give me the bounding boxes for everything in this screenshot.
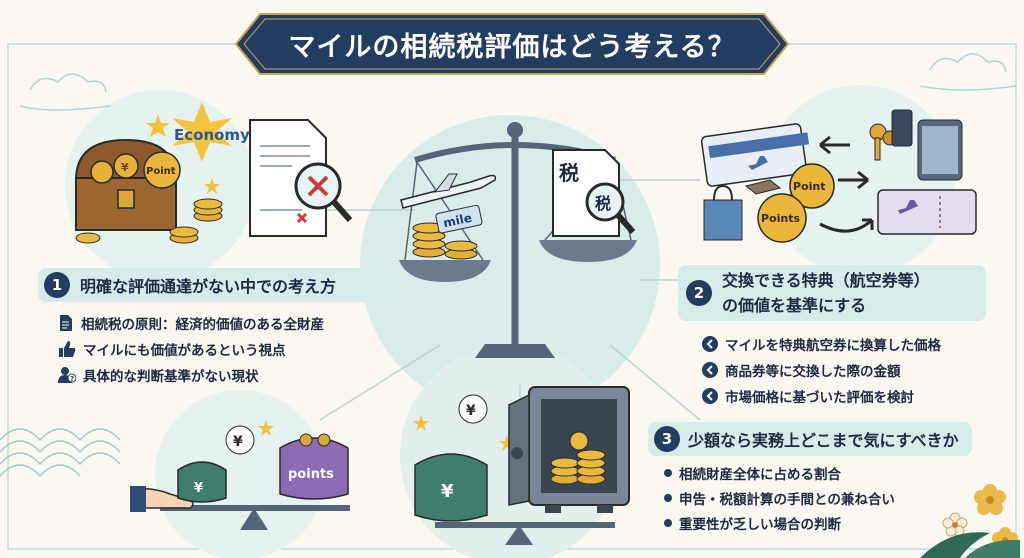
coin-yen-glyph: ¥ xyxy=(121,161,129,174)
section2-heading: 2 交換できる特典（航空券等） の価値を基準にする xyxy=(678,265,986,321)
section3-heading: 3 少額なら実務上どこまで気にすべきか xyxy=(648,422,972,456)
section1-item-text: 相続税の原則：経済的価値のある全財産 xyxy=(81,317,324,333)
person-question-icon: ? xyxy=(58,366,76,384)
travel-ticket-icon xyxy=(877,189,977,235)
star-icon xyxy=(146,114,220,194)
mile-ticket: mile xyxy=(435,204,483,234)
section2-number-badge: 2 xyxy=(686,280,712,306)
section1-item-text: 具体的な判断基準がない現状 xyxy=(83,369,259,385)
economy-label: Economy xyxy=(174,126,250,144)
tax-document-icon: 税 税 xyxy=(552,149,636,237)
chevron-badge-icon xyxy=(702,336,718,352)
arrow-curve-icon xyxy=(819,218,874,233)
airplane-icon xyxy=(400,173,497,209)
point-coin-label: Point xyxy=(146,166,176,177)
section3-title: 少額なら実務上どこまで気にすべきか xyxy=(688,431,959,450)
purse-points-label: points xyxy=(288,467,334,482)
small-purse-icon: ¥ xyxy=(177,461,227,503)
wave-pattern xyxy=(0,428,121,478)
coin-stack-icon xyxy=(75,198,223,244)
purse-yen-glyph: ¥ xyxy=(194,481,203,496)
title-banner-shape xyxy=(234,13,790,75)
section1-item-text: マイルにも価値があるという視点 xyxy=(83,343,286,359)
section3-item: 相続財産全体に占める割合 xyxy=(664,463,841,483)
section2-item: 商品券等に交換した際の金額 xyxy=(702,360,901,380)
bubble-yen-glyph: ¥ xyxy=(233,434,243,450)
speech-bubble-yen-icon: ¥ xyxy=(458,394,488,424)
large-purse-icon: points xyxy=(279,433,349,500)
arrow-left-icon xyxy=(819,135,850,155)
tickets-and-rewards-illustration: Point Points xyxy=(700,109,977,243)
section3-item: 申告・税額計算の手間との兼ね合い xyxy=(664,488,895,508)
tax-kanji-magnified: 税 xyxy=(595,194,611,213)
section3-item-text: 申告・税額計算の手間との兼ね合い xyxy=(679,492,895,508)
section1-item: 相続税の原則：経済的価値のある全財産 xyxy=(58,313,324,333)
section1-item: マイルにも価値があるという視点 xyxy=(58,339,286,359)
star-icon xyxy=(413,415,515,451)
chevron-badge-icon xyxy=(702,362,718,378)
plum-blossom-decoration xyxy=(920,484,1020,558)
shopping-bag-icon xyxy=(703,184,743,241)
section2-item-text: 商品券等に交換した際の金額 xyxy=(725,364,901,380)
small-purse-icon: ¥ xyxy=(414,453,488,522)
tax-kanji: 税 xyxy=(559,161,579,185)
section1-title: 明確な評価通達がない中での考え方 xyxy=(80,277,337,296)
sparkle-burst-icon xyxy=(172,102,232,162)
svg-text:?: ? xyxy=(70,375,74,383)
purse-scale-illustration: ¥ ¥ points xyxy=(130,420,350,530)
airline-ticket-icon xyxy=(700,123,810,187)
safe-icon xyxy=(508,386,630,513)
point-coin-text: Point xyxy=(793,180,825,193)
dot-icon xyxy=(664,494,672,502)
point-coin-icon: Point Points xyxy=(757,163,835,243)
section3-item-text: 相続財産全体に占める割合 xyxy=(679,467,841,483)
page-title: マイルの相続税評価はどう考える？ xyxy=(288,31,736,63)
section2-item: マイルを特典航空券に換算した価格 xyxy=(702,334,941,354)
phone-icon xyxy=(891,109,913,147)
purse-yen-glyph: ¥ xyxy=(441,481,454,502)
section1-item: ? 具体的な判断基準がない現状 xyxy=(58,365,259,385)
purse-and-safe-illustration: ¥ ¥ xyxy=(413,386,630,545)
treasure-chest-icon: ¥ Point xyxy=(74,138,181,231)
document-magnifier-icon xyxy=(249,119,352,237)
treasure-and-document-illustration: Economy ¥ Point xyxy=(74,102,352,244)
section1-number-badge: 1 xyxy=(44,272,70,298)
arrow-right-icon xyxy=(838,170,869,190)
section3-number-badge: 3 xyxy=(654,426,680,452)
hand-icon xyxy=(130,486,194,512)
mile-ticket-label: mile xyxy=(442,211,473,231)
speech-bubble-yen-icon: ¥ xyxy=(225,425,255,455)
section2-item-text: 市場価格に基づいた評価を検討 xyxy=(725,390,914,406)
document-icon xyxy=(58,314,74,332)
title-banner: マイルの相続税評価はどう考える？ xyxy=(222,10,802,78)
coin-stack-icon xyxy=(412,222,478,260)
points-coin-text: Points xyxy=(761,212,800,225)
bubble-yen-glyph: ¥ xyxy=(466,403,476,419)
tablet-icon xyxy=(917,119,963,181)
tag-icon xyxy=(744,179,782,195)
section2-item-text: マイルを特典航空券に換算した価格 xyxy=(725,338,941,354)
chevron-badge-icon xyxy=(702,388,718,404)
section1-heading: 1 明確な評価通達がない中での考え方 xyxy=(38,268,394,302)
section3-item-text: 重要性が乏しい場合の判断 xyxy=(679,517,841,533)
dot-icon xyxy=(664,469,672,477)
thumbs-up-icon xyxy=(58,340,76,358)
section2-title-line2: の価値を基準にする xyxy=(722,296,867,315)
section2-title-line1: 交換できる特典（航空券等） xyxy=(722,271,930,290)
section3-item: 重要性が乏しい場合の判断 xyxy=(664,513,841,533)
balance-scale-illustration: mile 税 税 xyxy=(399,122,637,358)
section2-item: 市場価格に基づいた評価を検討 xyxy=(702,386,914,406)
dot-icon xyxy=(664,519,672,527)
